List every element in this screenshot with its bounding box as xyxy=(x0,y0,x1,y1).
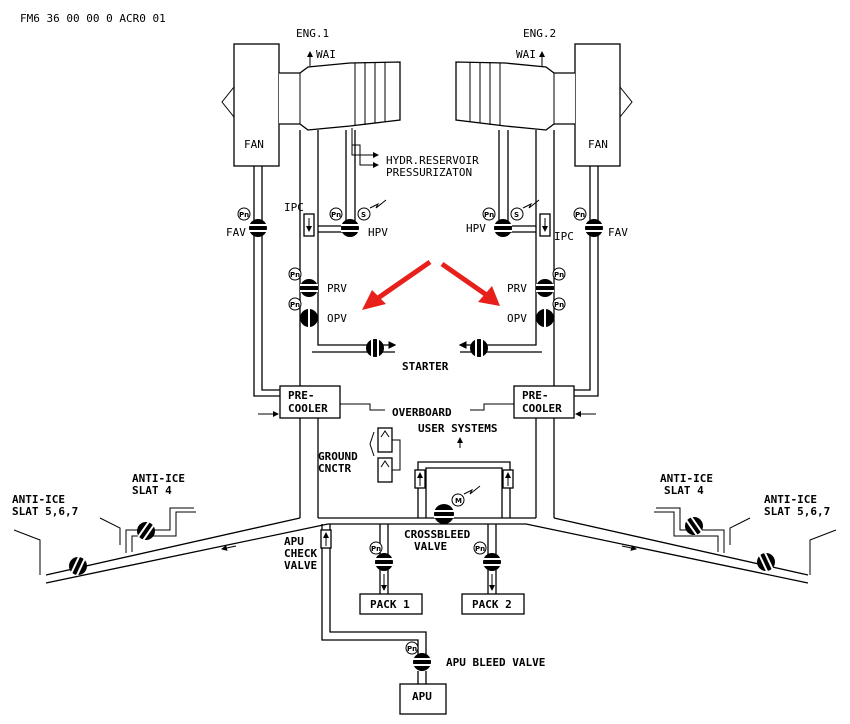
pack-2-valve[interactable]: Pn xyxy=(473,541,501,591)
highlight-arrow-right xyxy=(440,261,500,306)
svg-text:Pn: Pn xyxy=(554,271,564,279)
overboard-label: OVERBOARD xyxy=(392,406,452,419)
svg-text:M: M xyxy=(455,497,462,505)
engine-1-fan-label: FAN xyxy=(244,138,264,151)
prv-valve-right[interactable]: Pn xyxy=(536,267,566,297)
hpv-valve-left[interactable]: Pn S xyxy=(329,199,387,237)
engine-2-label: ENG.2 xyxy=(523,27,556,40)
engine-1: ENG.1 FAN WAI xyxy=(221,27,401,167)
apu-box: APU xyxy=(399,683,447,715)
anti-ice-slat567-valve-right[interactable] xyxy=(757,552,775,572)
crossbleed-label-1: CROSSBLEED xyxy=(404,528,471,541)
anti-ice-slat4-label-left-2: SLAT 4 xyxy=(132,484,172,497)
hpv-label-left: HPV xyxy=(368,226,388,239)
svg-text:Pn: Pn xyxy=(554,301,564,309)
right-ducts xyxy=(458,130,599,518)
engine-1-label: ENG.1 xyxy=(296,27,329,40)
apu-check-label-3: VALVE xyxy=(284,559,317,572)
anti-ice-slat4-left xyxy=(99,507,196,553)
opv-label-left: OPV xyxy=(327,312,347,325)
apu-check-label-2: CHECK xyxy=(284,547,317,560)
opv-valve-left[interactable]: Pn xyxy=(288,297,318,327)
starter-label: STARTER xyxy=(402,360,449,373)
anti-ice-slat4-label-left-1: ANTI-ICE xyxy=(132,472,185,485)
fav-valve-right[interactable]: Pn xyxy=(573,207,603,237)
svg-text:S: S xyxy=(514,211,519,219)
apu-bleed-valve[interactable]: Pn xyxy=(405,641,431,671)
ipc-left xyxy=(303,213,315,237)
engine-1-core xyxy=(279,61,401,131)
svg-text:Pn: Pn xyxy=(475,545,485,553)
anti-ice-slat4-valve-right[interactable] xyxy=(685,516,703,536)
svg-text:PRE-: PRE- xyxy=(522,389,549,402)
svg-text:PACK 1: PACK 1 xyxy=(370,598,410,611)
ipc-label-left: IPC xyxy=(284,201,304,214)
apu-check-label-1: APU xyxy=(284,535,304,548)
engine-2: ENG.2 FAN WAI xyxy=(455,27,633,167)
svg-text:Pn: Pn xyxy=(290,271,300,279)
user-systems-manifold xyxy=(414,461,514,518)
pack-2: PACK 2 xyxy=(461,593,525,615)
prv-valve-left[interactable]: Pn xyxy=(288,267,318,297)
precooler-left: PRE- COOLER xyxy=(279,385,341,419)
anti-ice-slat4-right xyxy=(654,507,751,553)
starter-valve-right[interactable] xyxy=(470,339,488,357)
engine-2-wai-label: WAI xyxy=(516,48,536,61)
engine-2-core xyxy=(455,61,575,131)
fav-label-right: FAV xyxy=(608,226,628,239)
anti-ice-slat567-valve-left[interactable] xyxy=(69,556,87,576)
anti-ice-slat567-label-left-2: SLAT 5,6,7 xyxy=(12,505,78,518)
engine-2-fan-label: FAN xyxy=(588,138,608,151)
svg-text:Pn: Pn xyxy=(290,301,300,309)
hpv-label-right: HPV xyxy=(466,222,486,235)
pack-1-valve[interactable]: Pn xyxy=(369,541,393,591)
anti-ice-slat567-label-right-1: ANTI-ICE xyxy=(764,493,817,506)
document-code: FM6 36 00 00 0 ACR0 01 xyxy=(20,12,166,25)
svg-text:Pn: Pn xyxy=(575,211,585,219)
ipc-label-right: IPC xyxy=(554,230,574,243)
svg-text:COOLER: COOLER xyxy=(522,402,562,415)
fav-valve-left[interactable]: Pn xyxy=(237,207,267,237)
hydr-reservoir-tap: HYDR.RESERVOIR PRESSURIZATON xyxy=(351,128,479,179)
svg-text:Pn: Pn xyxy=(371,545,381,553)
apu-bleed-valve-label: APU BLEED VALVE xyxy=(446,656,545,669)
svg-text:Pn: Pn xyxy=(407,645,417,653)
crossbleed-valve[interactable]: M xyxy=(434,485,481,524)
user-systems-label: USER SYSTEMS xyxy=(418,422,497,435)
precooler-right: PRE- COOLER xyxy=(513,385,575,419)
pack-1: PACK 1 xyxy=(359,593,423,615)
svg-text:Pn: Pn xyxy=(484,211,494,219)
engine-1-wai-label: WAI xyxy=(316,48,336,61)
engine-1-fan xyxy=(233,43,280,167)
svg-text:APU: APU xyxy=(412,690,432,703)
highlight-arrow-left xyxy=(362,259,432,310)
fav-label-left: FAV xyxy=(226,226,246,239)
svg-text:Pn: Pn xyxy=(239,211,249,219)
svg-text:PRE-: PRE- xyxy=(288,389,315,402)
hydr-reservoir-label-1: HYDR.RESERVOIR xyxy=(386,154,479,167)
ground-connector xyxy=(369,427,401,483)
opv-label-right: OPV xyxy=(507,312,527,325)
prv-label-right: PRV xyxy=(507,282,527,295)
anti-ice-slat567-label-left-1: ANTI-ICE xyxy=(12,493,65,506)
anti-ice-slat4-valve-left[interactable] xyxy=(137,521,155,541)
ipc-right xyxy=(539,213,551,237)
ground-cnctr-label-1: GROUND xyxy=(318,450,358,463)
svg-text:S: S xyxy=(361,211,366,219)
svg-text:Pn: Pn xyxy=(331,211,341,219)
starter-valve-left[interactable] xyxy=(366,339,384,357)
anti-ice-slat4-label-right-1: ANTI-ICE xyxy=(660,472,713,485)
crossbleed-label-2: VALVE xyxy=(414,540,447,553)
anti-ice-slat567-label-right-2: SLAT 5,6,7 xyxy=(764,505,830,518)
prv-label-left: PRV xyxy=(327,282,347,295)
opv-valve-right[interactable]: Pn xyxy=(536,297,566,327)
ground-cnctr-label-2: CNCTR xyxy=(318,462,351,475)
svg-text:PACK 2: PACK 2 xyxy=(472,598,512,611)
svg-text:COOLER: COOLER xyxy=(288,402,328,415)
anti-ice-slat4-label-right-2: SLAT 4 xyxy=(664,484,704,497)
hydr-reservoir-label-2: PRESSURIZATON xyxy=(386,166,472,179)
hpv-valve-right[interactable]: Pn S xyxy=(482,199,540,237)
